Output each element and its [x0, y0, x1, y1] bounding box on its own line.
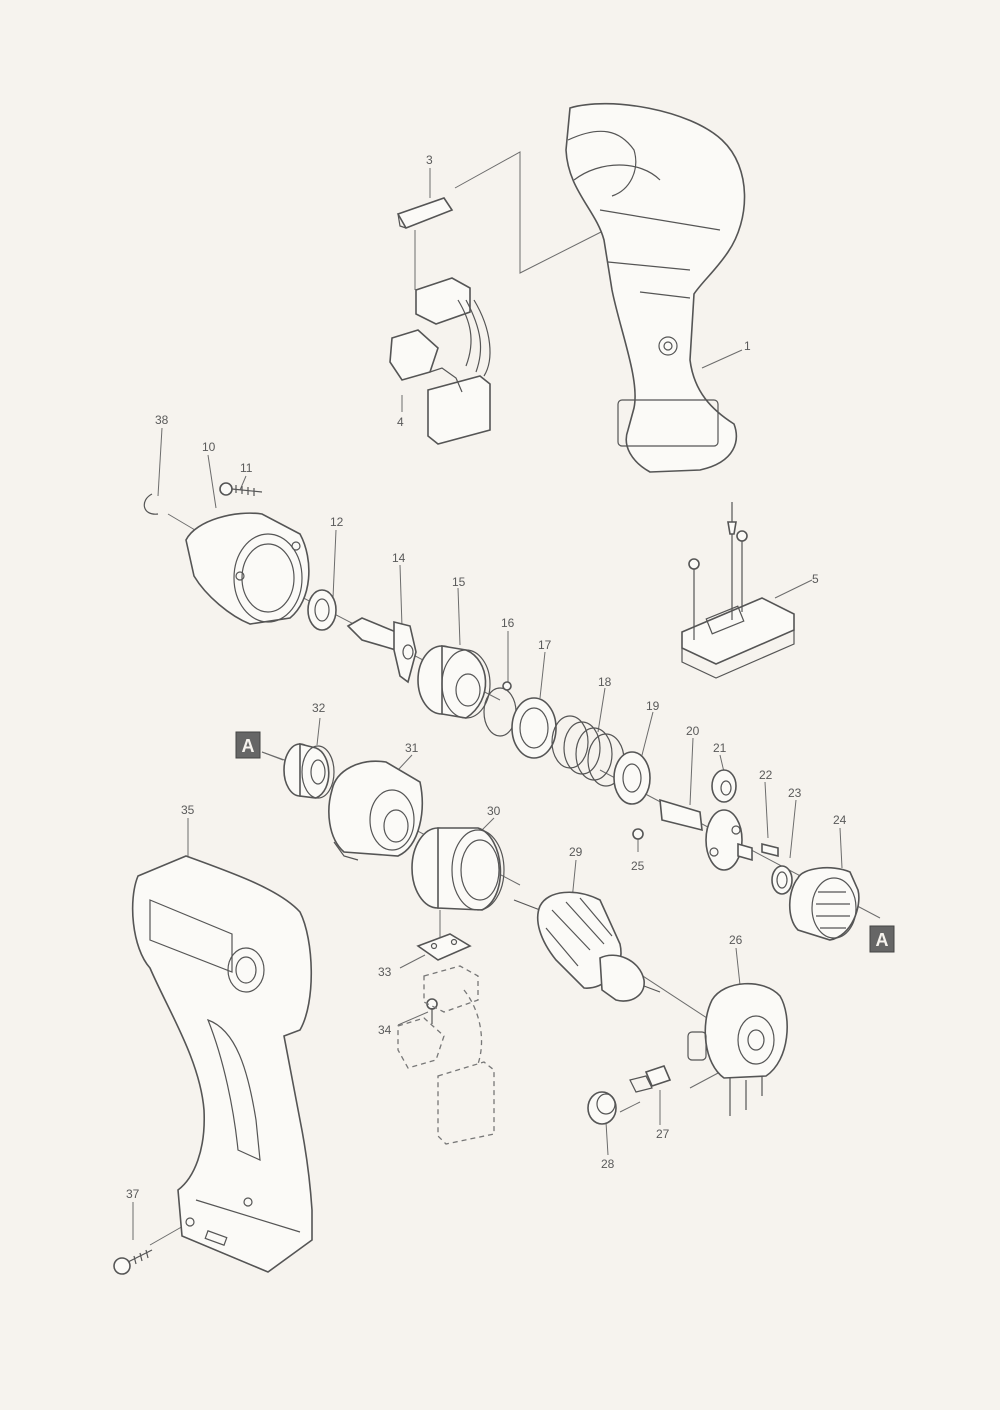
part-17-washer	[511, 697, 557, 759]
part-1-housing-right	[565, 102, 746, 473]
part-34-screw	[426, 998, 438, 1024]
part-35-housing-left	[131, 855, 313, 1273]
label-part-27: 27	[656, 1127, 670, 1141]
label-part-4: 4	[397, 415, 404, 429]
label-part-28: 28	[601, 1157, 615, 1171]
label-part-29: 29	[569, 845, 583, 859]
svg-text:A: A	[876, 930, 889, 950]
part-5-controller	[681, 502, 795, 679]
label-part-32: 32	[312, 701, 326, 715]
part-19-washer	[613, 751, 651, 805]
label-part-33: 33	[378, 965, 392, 979]
label-part-24: 24	[833, 813, 847, 827]
label-part-12: 12	[330, 515, 344, 529]
part-4-switch	[389, 277, 491, 445]
part-25-steel-ball	[632, 828, 644, 840]
part-38-clip	[143, 493, 159, 515]
part-33-plate	[416, 933, 472, 961]
label-part-10: 10	[202, 440, 216, 454]
part-31-bracket	[328, 760, 423, 861]
label-part-5: 5	[812, 572, 819, 586]
part-10-gear-housing	[185, 512, 310, 625]
reference-marker-a-left: A	[235, 731, 261, 759]
label-part-18: 18	[598, 675, 612, 689]
label-part-14: 14	[392, 551, 406, 565]
part-29-armature	[513, 891, 661, 1002]
part-20-carrier	[659, 798, 753, 871]
label-part-20: 20	[686, 724, 700, 738]
reference-marker-a-right: A	[869, 925, 895, 953]
label-part-34: 34	[378, 1023, 392, 1037]
label-part-19: 19	[646, 699, 660, 713]
label-part-31: 31	[405, 741, 419, 755]
part-18-spring	[551, 715, 625, 787]
part-23-ring	[771, 865, 793, 895]
part-15-hammer	[417, 645, 491, 719]
label-part-30: 30	[487, 804, 501, 818]
part-28-brush-cap	[587, 1091, 617, 1125]
switch-phantom-outline	[397, 965, 495, 1145]
label-part-16: 16	[501, 616, 515, 630]
part-11-screw	[219, 482, 263, 496]
label-part-11: 11	[240, 461, 253, 475]
label-part-17: 17	[538, 638, 552, 652]
label-part-21: 21	[713, 741, 727, 755]
svg-text:A: A	[242, 736, 255, 756]
part-30-yoke	[411, 827, 505, 911]
part-24-internal-gear	[788, 866, 860, 941]
part-labels: 1 3 4 5 10 11 12 14 15 16 17 18 19 20 21…	[126, 153, 847, 1201]
part-22-pin	[761, 842, 779, 858]
label-part-38: 38	[155, 413, 169, 427]
part-12-washer	[307, 589, 337, 631]
part-32-bearing	[283, 742, 335, 799]
part-26-end-housing	[687, 982, 788, 1116]
label-part-35: 35	[181, 803, 195, 817]
label-part-3: 3	[426, 153, 433, 167]
label-part-26: 26	[729, 933, 743, 947]
part-27-carbon-brush	[629, 1065, 672, 1093]
label-part-1: 1	[744, 339, 751, 353]
label-part-25: 25	[631, 859, 645, 873]
part-21-gear	[711, 769, 737, 803]
part-3-lever	[396, 197, 454, 229]
label-part-22: 22	[759, 768, 773, 782]
part-37-screw	[113, 1249, 153, 1275]
label-part-37: 37	[126, 1187, 140, 1201]
label-part-23: 23	[788, 786, 802, 800]
label-part-15: 15	[452, 575, 466, 589]
part-14-spindle	[346, 617, 417, 684]
